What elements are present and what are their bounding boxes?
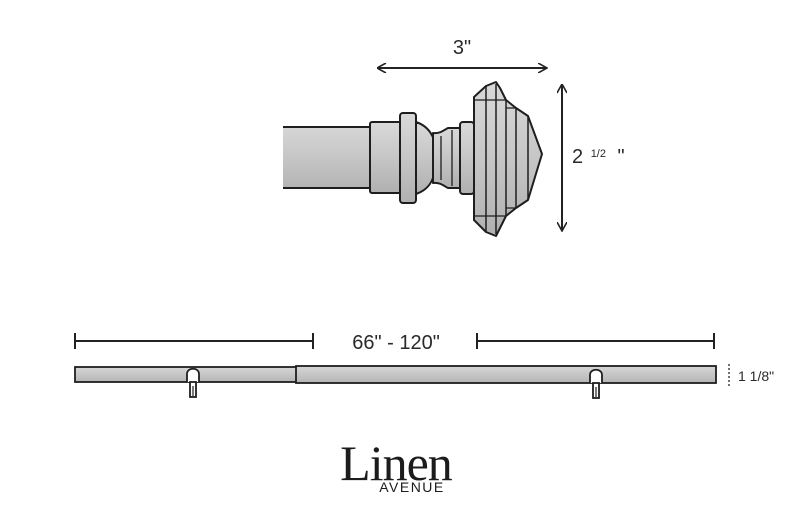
right-bracket — [589, 368, 603, 399]
finial-base — [459, 121, 475, 195]
finial-height-unit: " — [618, 146, 625, 168]
finial-height-dimension: 2 1/2 " — [562, 85, 625, 230]
rod-end — [283, 126, 373, 189]
finial-neck — [415, 121, 435, 195]
left-bracket — [186, 367, 200, 398]
finial-height-fraction: 1/2 — [591, 148, 606, 160]
brand-name: Linen — [340, 435, 453, 491]
svg-text:2 1/2 ": 2 1/2 " — [572, 140, 625, 168]
brand-tagline: AVENUE — [379, 479, 445, 495]
brand-logo: Linen AVENUE — [340, 435, 454, 495]
finial-collar — [369, 121, 403, 194]
finial-ring — [399, 112, 417, 204]
inner-rod — [74, 366, 298, 383]
rod-illustration — [74, 365, 717, 399]
finial-width-label: 3" — [453, 37, 471, 59]
rod-diameter-label: 1 1/8" — [738, 368, 774, 384]
rod-length-dimension — [74, 333, 715, 349]
rod-length-label: 66" - 120" — [352, 332, 440, 354]
finial-illustration — [283, 81, 543, 237]
finial-height-whole: 2 — [572, 146, 583, 168]
outer-rod — [295, 365, 717, 384]
finial-head — [473, 81, 543, 237]
finial-width-dimension: 3" — [378, 37, 546, 68]
